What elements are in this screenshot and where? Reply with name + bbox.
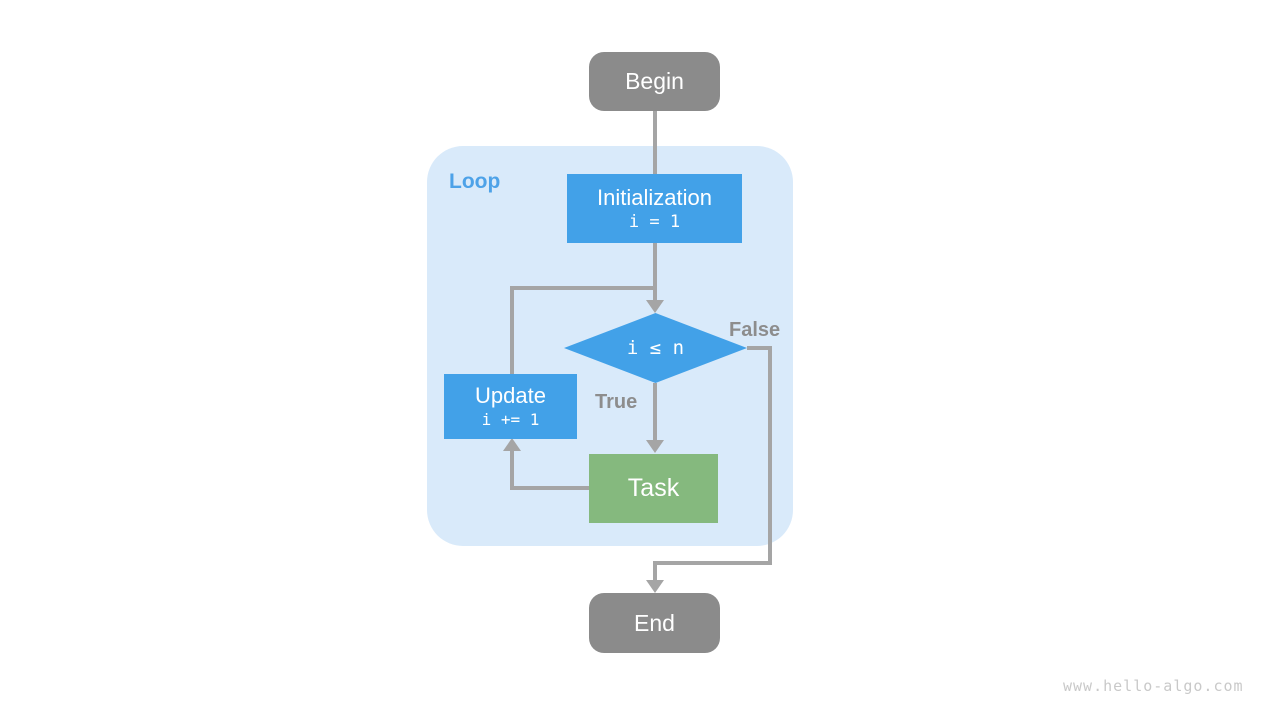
arrowhead-into-task xyxy=(646,440,664,453)
edge-false-drop-to-end xyxy=(653,561,657,581)
edge-begin-to-initialization xyxy=(653,111,657,175)
edge-false-horizontal-bottom xyxy=(653,561,772,565)
edge-update-feedback-vertical xyxy=(510,286,514,376)
initialization-node: Initialization i = 1 xyxy=(567,174,742,243)
task-node: Task xyxy=(589,454,718,523)
arrowhead-into-update xyxy=(503,438,521,451)
update-node-title: Update xyxy=(475,383,546,409)
arrowhead-into-condition xyxy=(646,300,664,313)
edge-initialization-to-condition xyxy=(653,243,657,302)
condition-node-code: i ≤ n xyxy=(626,337,685,359)
initialization-node-title: Initialization xyxy=(597,184,712,210)
edge-task-to-update-vertical xyxy=(510,450,514,490)
end-node-label: End xyxy=(634,609,675,636)
begin-node-label: Begin xyxy=(625,68,684,94)
edge-false-vertical xyxy=(768,346,772,565)
update-node: Update i += 1 xyxy=(444,374,577,439)
watermark-text: www.hello-algo.com xyxy=(1063,677,1244,695)
true-branch-label: True xyxy=(595,391,638,413)
arrowhead-into-end xyxy=(646,580,664,593)
edge-task-to-update-horizontal xyxy=(510,486,589,490)
end-node: End xyxy=(589,593,720,653)
update-node-code: i += 1 xyxy=(481,409,540,429)
false-branch-label: False xyxy=(729,319,781,341)
edge-condition-to-task xyxy=(653,383,657,441)
loop-container-label: Loop xyxy=(449,170,501,193)
initialization-node-code: i = 1 xyxy=(628,212,681,233)
edge-update-feedback-horizontal xyxy=(510,286,657,290)
task-node-label: Task xyxy=(627,474,680,502)
begin-node: Begin xyxy=(589,52,720,111)
edge-false-horizontal-top xyxy=(747,346,772,350)
